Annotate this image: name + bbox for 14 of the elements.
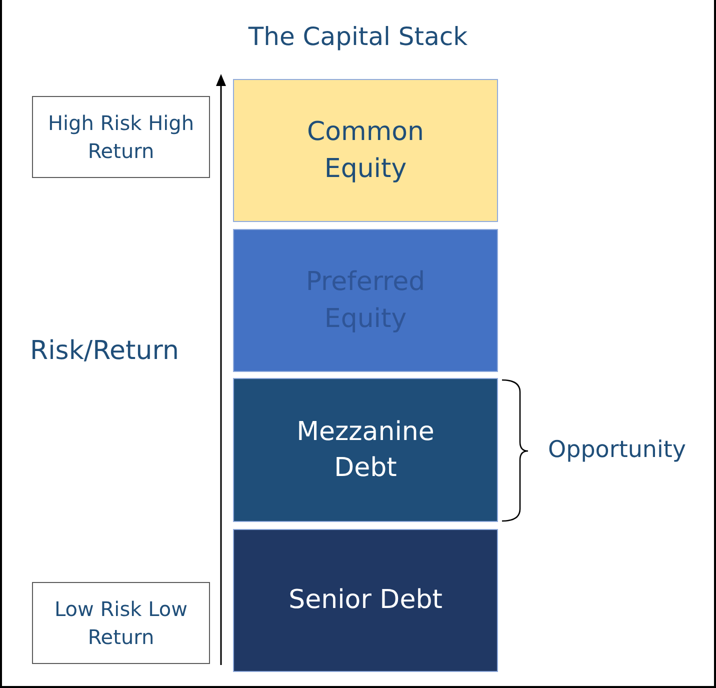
node-text: Common Equity — [306, 116, 426, 186]
stack-layer — [233, 79, 498, 222]
node-text: Mezzanine Debt — [296, 416, 436, 485]
bracket-label: Opportunity — [548, 437, 688, 463]
axis-label: Risk/Return — [30, 336, 180, 366]
risk-note-box — [32, 582, 210, 664]
stack-layer — [233, 229, 498, 372]
node-text: Low Risk Low Return — [54, 596, 188, 651]
stack-layer — [233, 529, 498, 672]
node-text: Senior Debt — [288, 584, 442, 618]
stack-layer — [233, 378, 498, 522]
node-text: High Risk High Return — [46, 110, 196, 165]
risk-note-box — [32, 96, 210, 178]
title: The Capital Stack — [247, 22, 469, 51]
